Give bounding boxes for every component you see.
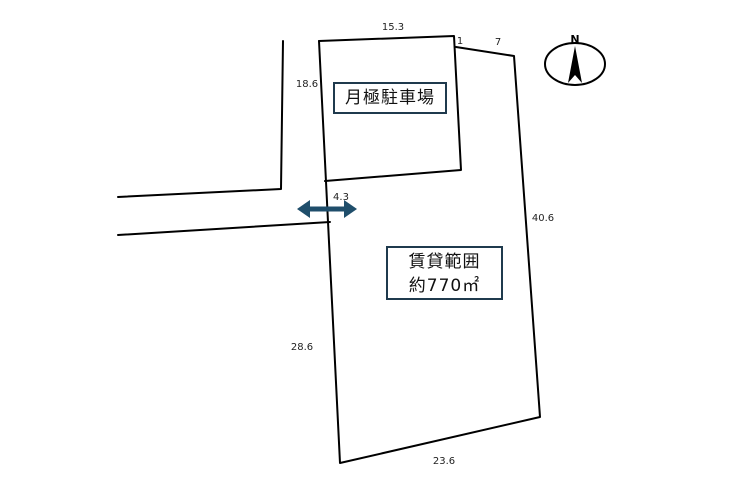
rental-range-text: 賃貸範囲 <box>408 252 481 272</box>
dim-right-side: 40.6 <box>532 213 554 224</box>
compass-n-letter: N <box>570 33 579 46</box>
dim-access-width: 4.3 <box>333 192 349 203</box>
rental-area-boundary <box>318 40 541 464</box>
north-arrow-icon <box>568 46 582 83</box>
parking-lot-label: 月極駐車場 <box>333 82 447 114</box>
dim-parking-left: 18.6 <box>296 79 318 90</box>
rental-area-label: 賃貸範囲 約770㎡ <box>386 246 503 300</box>
compass: N <box>544 33 606 86</box>
dim-bottom: 23.6 <box>433 456 455 467</box>
dim-top-right: 7 <box>495 37 501 48</box>
rental-area-text: 約770㎡ <box>408 276 481 296</box>
access-arrow <box>297 200 357 218</box>
parking-lot-boundary <box>318 35 462 182</box>
left-road-lower-edge <box>117 221 331 236</box>
dim-left-side: 28.6 <box>291 342 313 353</box>
dim-top-parking: 15.3 <box>382 22 404 33</box>
dim-top-gap: 1 <box>457 36 463 47</box>
left-road-upper-edge <box>117 40 284 198</box>
